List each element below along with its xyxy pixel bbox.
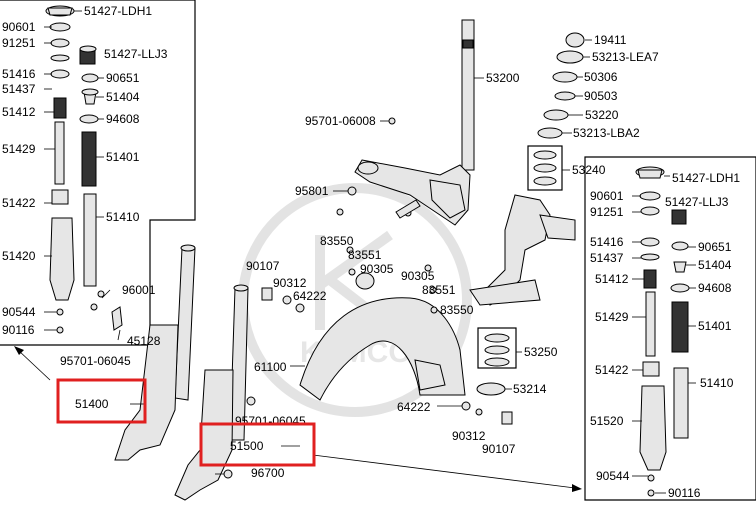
label: 90116 [2, 323, 35, 337]
label: 90601 [2, 20, 36, 34]
label: 95701-06008 [305, 114, 376, 128]
label: 61100 [254, 360, 287, 374]
right-inset: 51427-LDH1 90601 91251 51427-LLJ3 51416 … [584, 156, 756, 501]
label: 51437 [2, 82, 36, 96]
fork-right [174, 284, 249, 501]
label: 64222 [293, 289, 327, 303]
label: 51410 [106, 210, 140, 224]
label: 51412 [595, 272, 629, 286]
label: 91251 [590, 205, 624, 219]
label: 51422 [595, 363, 629, 377]
highlight-51500[interactable]: 51500 [199, 422, 316, 467]
label: 83550 [320, 234, 354, 248]
label: 51420 [2, 249, 36, 263]
label: 53200 [486, 71, 520, 85]
label: 51427-LDH1 [672, 171, 740, 185]
label: 51429 [2, 142, 36, 156]
label: 51412 [2, 105, 36, 119]
label: 51401 [106, 150, 140, 164]
highlight-51400[interactable]: 51400 [56, 378, 147, 424]
label: 64222 [397, 400, 431, 414]
label: 53213-LEA7 [592, 50, 659, 64]
label: 90107 [246, 259, 280, 273]
label: 51422 [2, 196, 36, 210]
fork-left [114, 244, 196, 461]
label: 51416 [2, 67, 36, 81]
label: 90651 [106, 71, 140, 85]
label: 90116 [668, 486, 701, 500]
label: 90107 [482, 442, 516, 456]
label: 83551 [422, 283, 456, 297]
label: 83551 [348, 248, 382, 262]
steering-stem [354, 19, 475, 226]
label: 19411 [594, 33, 627, 47]
label: 95801 [295, 184, 329, 198]
hardware [90, 117, 513, 479]
label: 83550 [440, 303, 474, 317]
label: 90305 [360, 262, 394, 276]
label: 53213-LBA2 [573, 126, 640, 140]
label: 51416 [590, 235, 624, 249]
label: 90601 [590, 189, 624, 203]
label: 90651 [698, 240, 732, 254]
label: 51404 [698, 258, 732, 272]
left-inset: 51427-LDH1 90601 91251 51427-LLJ3 51416 … [0, 0, 196, 346]
highlight-label: 51400 [75, 397, 109, 411]
label: 45128 [127, 334, 161, 348]
lower-bracket [469, 194, 576, 396]
label: 96001 [122, 283, 156, 297]
leader-lines [14, 39, 592, 492]
label: 95701-06045 [60, 354, 131, 368]
label: 50306 [584, 70, 618, 84]
center-labels: 19411 53213-LEA7 50306 90503 53220 53213… [60, 33, 659, 480]
label: 51520 [590, 414, 624, 428]
label: 51410 [700, 376, 734, 390]
label: 95701-06045 [235, 414, 306, 428]
label: 51427-LLJ3 [104, 47, 168, 61]
label: 53240 [572, 163, 606, 177]
label: 51437 [590, 251, 624, 265]
label: 51404 [106, 90, 140, 104]
label: 53250 [524, 345, 558, 359]
label: 90305 [401, 269, 435, 283]
label: 51427-LLJ3 [665, 195, 729, 209]
label: 51401 [698, 319, 732, 333]
label: 90544 [596, 469, 630, 483]
label: 53220 [585, 108, 619, 122]
label: 53214 [513, 382, 547, 396]
highlight-label: 51500 [230, 439, 264, 453]
label: 90503 [584, 89, 618, 103]
label: 51429 [595, 310, 629, 324]
label: 90312 [273, 276, 307, 290]
front-fender [299, 272, 466, 401]
label: 94608 [698, 281, 732, 295]
label: 94608 [106, 112, 140, 126]
label: 90544 [2, 305, 36, 319]
label: 51427-LDH1 [84, 4, 152, 18]
bearing-stack [527, 32, 585, 191]
label: 91251 [2, 36, 36, 50]
label: 90312 [452, 429, 486, 443]
label: 96700 [251, 466, 285, 480]
